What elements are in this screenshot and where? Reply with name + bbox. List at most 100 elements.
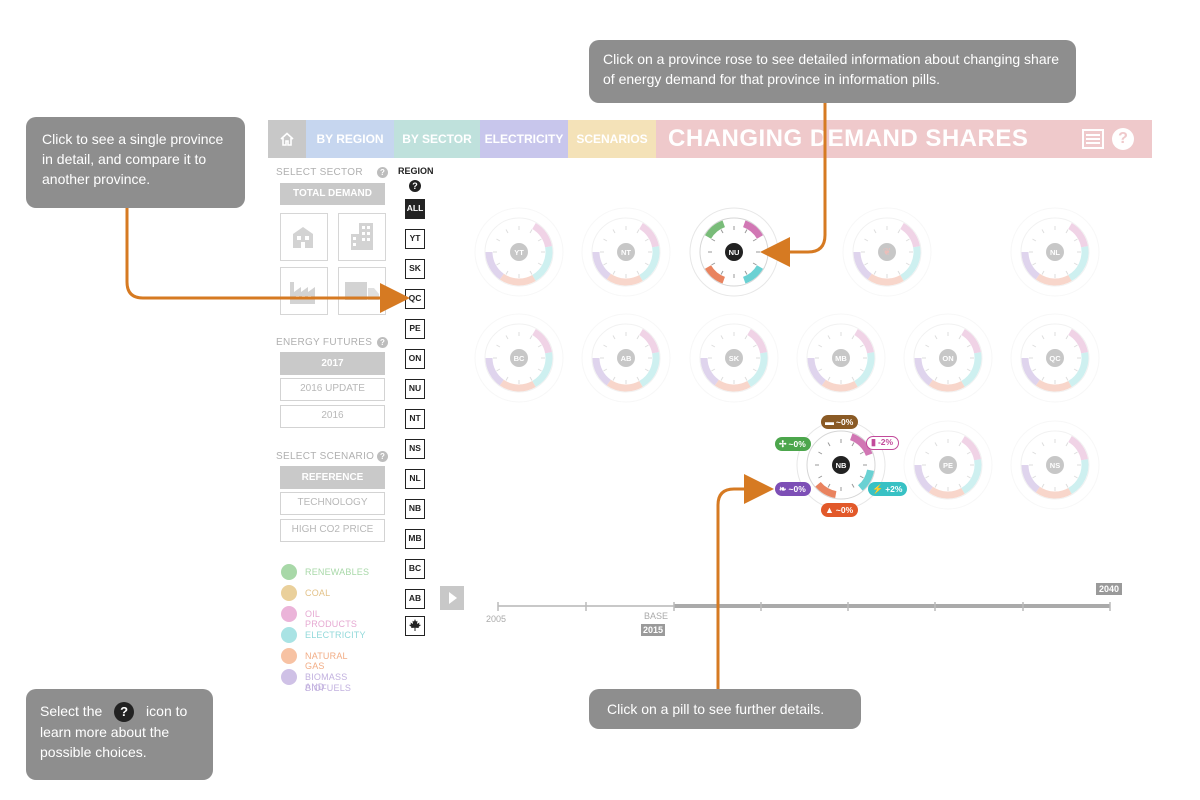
rose-label: NT: [621, 248, 631, 257]
legend-biomass[interactable]: BIOMASS AND: [305, 672, 348, 692]
natural-gas-icon[interactable]: [281, 648, 297, 664]
rose-label: NS: [1050, 461, 1060, 470]
pill-coal[interactable]: ▬~0%: [821, 415, 859, 429]
region-button-ab[interactable]: AB: [405, 589, 425, 609]
region-button-mb[interactable]: MB: [405, 529, 425, 549]
rose-yt[interactable]: YT: [474, 207, 564, 297]
future-2016-update-button[interactable]: 2016 UPDATE: [280, 378, 385, 401]
region-button-sk[interactable]: SK: [405, 259, 425, 279]
electricity-icon[interactable]: [281, 627, 297, 643]
flame-icon: ▲: [825, 505, 834, 515]
home-button[interactable]: [268, 120, 306, 158]
rose-label: NB: [836, 461, 847, 470]
scenario-help-icon[interactable]: ?: [377, 451, 388, 462]
rose-label: AB: [621, 354, 632, 363]
rose-ns[interactable]: NS: [1010, 420, 1100, 510]
rose-nt[interactable]: NT: [581, 207, 671, 297]
future-2017-button[interactable]: 2017: [280, 352, 385, 375]
region-button-nt[interactable]: NT: [405, 409, 425, 429]
scenario-high-co2-price-button[interactable]: HIGH CO2 PRICE: [280, 519, 385, 542]
region-button-all[interactable]: ALL: [405, 199, 425, 219]
oil-products-icon[interactable]: [281, 606, 297, 622]
rose-nb[interactable]: NB: [796, 420, 886, 510]
rose-label: BC: [514, 354, 525, 363]
legend-electricity[interactable]: ELECTRICITY: [305, 630, 366, 640]
tab-scenarios[interactable]: SCENARIOS: [568, 120, 656, 158]
biomass-icon[interactable]: [281, 669, 297, 685]
oil-drop-icon: ▮: [871, 437, 876, 447]
timeline-base-year: 2015: [641, 624, 666, 636]
callout-rose: Click on a province rose to see detailed…: [589, 40, 1076, 103]
timeline-track[interactable]: [490, 598, 1130, 618]
renewables-icon[interactable]: [281, 564, 297, 580]
pill-gas-value: ~0%: [835, 505, 854, 515]
legend-natural-gas[interactable]: NATURAL GAS: [305, 651, 348, 671]
energy-futures-label: ENERGY FUTURES: [276, 337, 373, 348]
region-button-qc[interactable]: QC: [405, 289, 425, 309]
scenario-technology-button[interactable]: TECHNOLOGY: [280, 492, 385, 515]
region-canada-button[interactable]: [405, 616, 425, 636]
callout-help-text-1: Select the: [40, 703, 103, 719]
rose-nl[interactable]: NL: [1010, 207, 1100, 297]
timeline-end-handle[interactable]: 2040: [1096, 583, 1123, 595]
total-demand-button[interactable]: TOTAL DEMAND: [280, 183, 385, 205]
legend-renewables[interactable]: RENEWABLES: [305, 567, 370, 577]
futures-help-icon[interactable]: ?: [377, 337, 388, 348]
callout-help-text-4: possible choices.: [40, 744, 147, 760]
region-button-yt[interactable]: YT: [405, 229, 425, 249]
region-button-nl[interactable]: NL: [405, 469, 425, 489]
callout-pill: Click on a pill to see further details.: [589, 689, 861, 729]
legend-biomass-line2: BIOFUELS: [305, 683, 352, 693]
pill-coal-value: ~0%: [836, 417, 854, 427]
pill-natural-gas[interactable]: ▲~0%: [821, 503, 859, 517]
plug-icon: ⚡: [872, 484, 884, 494]
rose-qc[interactable]: QC: [1010, 313, 1100, 403]
region-label: REGION: [398, 166, 434, 176]
region-button-pe[interactable]: PE: [405, 319, 425, 339]
rose-on[interactable]: ON: [903, 313, 993, 403]
region-button-on[interactable]: ON: [405, 349, 425, 369]
tab-by-region[interactable]: BY REGION: [306, 120, 394, 158]
rose-label: PE: [943, 461, 953, 470]
data-table-icon[interactable]: [1082, 129, 1104, 149]
legend-oil-products[interactable]: OIL PRODUCTS: [305, 609, 358, 629]
callout-help-text-2: icon to: [146, 703, 188, 719]
coal-cart-icon: ▬: [825, 417, 834, 427]
rose-label: NL: [1050, 248, 1060, 257]
title-bar: CHANGING DEMAND SHARES ?: [656, 120, 1152, 158]
select-sector-label: SELECT SECTOR: [276, 167, 363, 178]
question-icon: ?: [114, 702, 135, 722]
rose-bc[interactable]: BC: [474, 313, 564, 403]
region-help-icon[interactable]: ?: [409, 180, 421, 192]
scenario-reference-button[interactable]: REFERENCE: [280, 466, 385, 489]
pill-oil-products[interactable]: ▮-2%: [866, 436, 900, 450]
tab-electricity[interactable]: ELECTRICITY: [480, 120, 568, 158]
rose-ab[interactable]: AB: [581, 313, 671, 403]
wind-turbine-icon: ✢: [779, 439, 787, 449]
pill-biomass[interactable]: ❧~0%: [775, 482, 811, 496]
top-nav: BY REGION BY SECTOR ELECTRICITY SCENARIO…: [268, 120, 1152, 158]
region-button-nb[interactable]: NB: [405, 499, 425, 519]
sector-help-icon[interactable]: ?: [377, 167, 388, 178]
future-2016-button[interactable]: 2016: [280, 405, 385, 428]
rose-pe[interactable]: PE: [903, 420, 993, 510]
region-button-nu[interactable]: NU: [405, 379, 425, 399]
rose-mb[interactable]: MB: [796, 313, 886, 403]
page-title: CHANGING DEMAND SHARES: [668, 125, 1029, 152]
play-button[interactable]: [440, 586, 464, 610]
callout-help-text-3: learn more about the: [40, 724, 170, 740]
rose-canada[interactable]: ❦: [842, 207, 932, 297]
rose-nu[interactable]: NU: [689, 207, 779, 297]
coal-icon[interactable]: [281, 585, 297, 601]
legend-coal[interactable]: COAL: [305, 588, 331, 598]
region-button-ns[interactable]: NS: [405, 439, 425, 459]
tab-by-sector[interactable]: BY SECTOR: [394, 120, 480, 158]
pill-electricity[interactable]: ⚡+2%: [868, 482, 908, 496]
pill-renewables[interactable]: ✢~0%: [775, 437, 811, 451]
rose-sk[interactable]: SK: [689, 313, 779, 403]
pill-biomass-value: ~0%: [788, 484, 806, 494]
rose-label: QC: [1049, 354, 1061, 363]
callout-help: Select the ? icon to learn more about th…: [26, 689, 213, 780]
region-button-bc[interactable]: BC: [405, 559, 425, 579]
help-icon[interactable]: ?: [1112, 128, 1134, 150]
